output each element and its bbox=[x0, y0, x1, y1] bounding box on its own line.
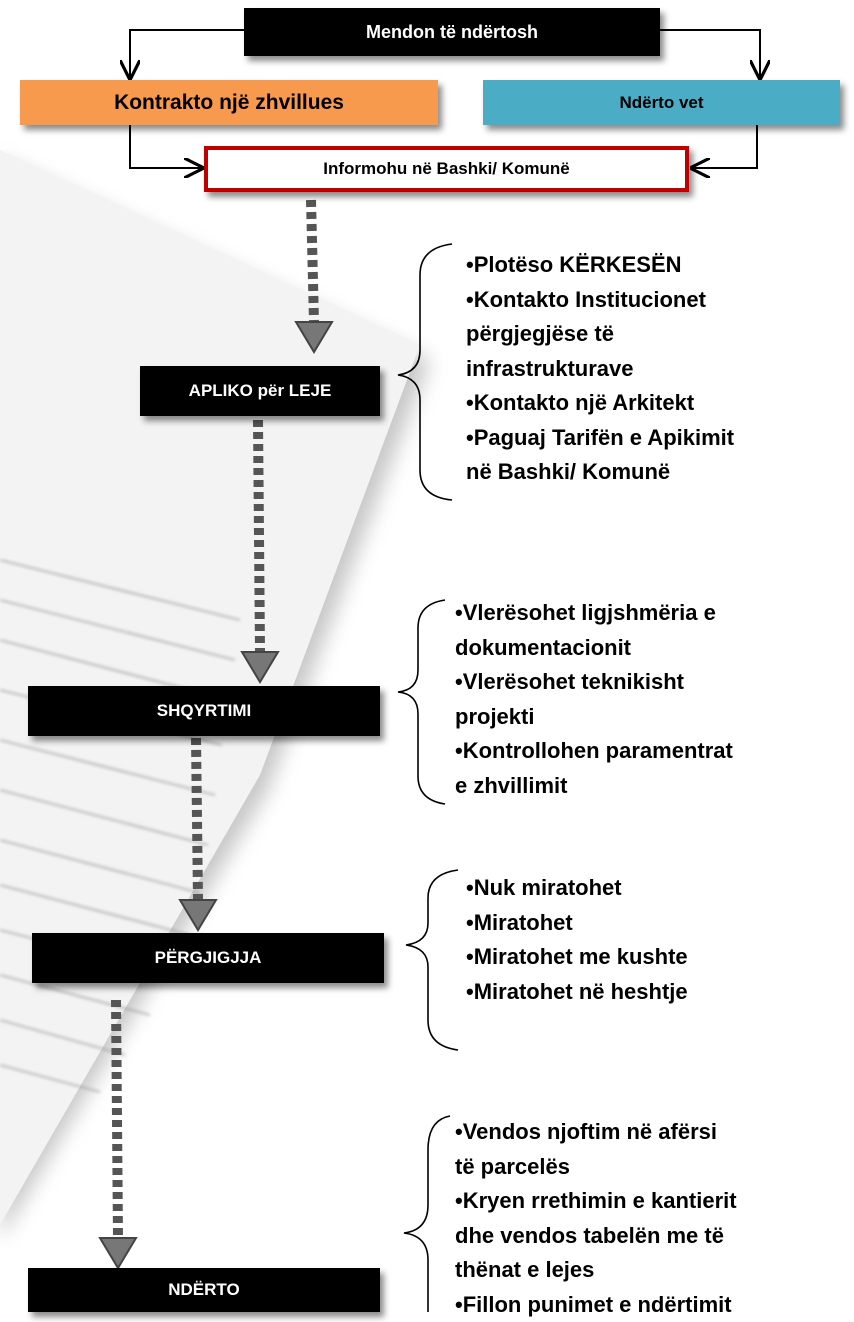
note-line: dokumentacionit bbox=[455, 631, 733, 666]
note-line: •Vlerësohet teknikisht bbox=[455, 665, 733, 700]
note-line: dhe vendos tabelën me të bbox=[455, 1219, 737, 1254]
step-build-box: NDËRTO bbox=[28, 1268, 380, 1312]
note-line: në Bashki/ Komunë bbox=[466, 455, 734, 490]
arrow-right-to-inform bbox=[692, 125, 757, 168]
notes-apply: •Plotëso KËRKESËN •Kontakto Institucione… bbox=[466, 248, 734, 490]
note-line: •Plotëso KËRKESËN bbox=[466, 248, 734, 283]
step-review-label: SHQYRTIMI bbox=[157, 701, 251, 721]
note-line: •Miratohet me kushte bbox=[466, 940, 688, 975]
arrow-start-to-right bbox=[660, 30, 760, 78]
note-line: •Kontakto Institucionet bbox=[466, 283, 734, 318]
note-line: •Vendos njoftim në afërsi bbox=[455, 1115, 737, 1150]
option-left-label: Kontrakto një zhvillues bbox=[114, 91, 344, 115]
note-line: •Kontakto një Arkitekt bbox=[466, 386, 734, 421]
dotted-arrow-1 bbox=[296, 200, 332, 352]
note-line: përgjegjëse të bbox=[466, 317, 734, 352]
dotted-arrow-4 bbox=[100, 1000, 136, 1268]
note-line: •Kryen rrethimin e kantierit bbox=[455, 1184, 737, 1219]
note-line: •Kontrollohen paramentrat bbox=[455, 734, 733, 769]
step-review-box: SHQYRTIMI bbox=[28, 686, 380, 736]
note-line: projekti bbox=[455, 700, 733, 735]
notes-build: •Vendos njoftim në afërsi të parcelës •K… bbox=[455, 1115, 737, 1322]
option-right-box: Ndërto vet bbox=[483, 80, 840, 125]
brace-build bbox=[404, 1116, 450, 1312]
step-response-label: PËRGJIGJJA bbox=[155, 948, 262, 968]
notes-review: •Vlerësohet ligjshmëria e dokumentacioni… bbox=[455, 596, 733, 803]
note-line: •Miratohet bbox=[466, 906, 688, 941]
note-line: •Miratohet në heshtje bbox=[466, 975, 688, 1010]
note-line: •Vlerësohet ligjshmëria e bbox=[455, 596, 733, 631]
dotted-arrow-2 bbox=[242, 420, 278, 682]
step-apply-label: APLIKO për LEJE bbox=[189, 381, 332, 401]
step-response-box: PËRGJIGJJA bbox=[32, 933, 384, 983]
step-apply-box: APLIKO për LEJE bbox=[140, 366, 380, 416]
option-right-label: Ndërto vet bbox=[619, 93, 703, 113]
inform-label: Informohu në Bashki/ Komunë bbox=[323, 159, 570, 179]
arrow-start-to-left bbox=[130, 30, 244, 78]
note-line: thënat e lejes bbox=[455, 1253, 737, 1288]
step-build-label: NDËRTO bbox=[168, 1280, 239, 1300]
start-box: Mendon të ndërtosh bbox=[244, 8, 660, 56]
note-line: •Paguaj Tarifën e Apikimit bbox=[466, 421, 734, 456]
option-left-box: Kontrakto një zhvillues bbox=[20, 80, 438, 125]
start-label: Mendon të ndërtosh bbox=[366, 22, 538, 43]
note-line: infrastrukturave bbox=[466, 352, 734, 387]
note-line: •Fillon punimet e ndërtimit bbox=[455, 1288, 737, 1322]
dotted-arrow-3 bbox=[180, 738, 216, 930]
inform-box: Informohu në Bashki/ Komunë bbox=[204, 146, 689, 192]
brace-response bbox=[406, 870, 458, 1050]
note-line: të parcelës bbox=[455, 1150, 737, 1185]
brace-review bbox=[398, 600, 445, 804]
note-line: •Nuk miratohet bbox=[466, 871, 688, 906]
arrow-left-to-inform bbox=[130, 125, 202, 168]
note-line: e zhvillimit bbox=[455, 769, 733, 804]
notes-response: •Nuk miratohet •Miratohet •Miratohet me … bbox=[466, 871, 688, 1009]
brace-apply bbox=[398, 244, 452, 500]
